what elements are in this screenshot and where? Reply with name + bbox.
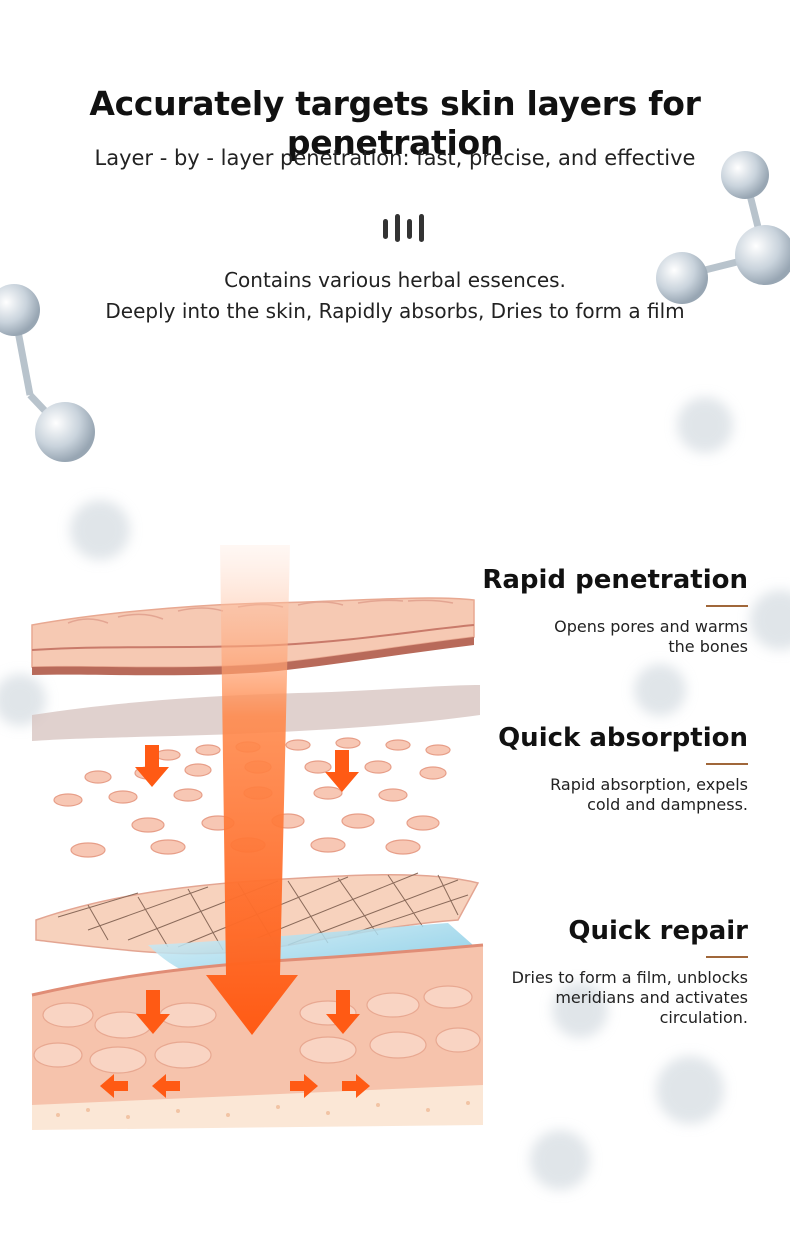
skin-layers-illustration [31,545,484,1130]
description-line-2: Deeply into the skin, Rapidly absorbs, D… [105,299,685,323]
feature-title: Quick absorption [498,723,748,753]
feature-text-line: meridians and activates [555,988,748,1007]
feature-quick-absorption: Quick absorption Rapid absorption, expel… [448,723,748,815]
feature-text-line: Dries to form a film, unblocks [511,968,748,987]
subcutaneous-layer [31,943,484,1130]
page-subtitle: Layer - by - layer penetration: fast, pr… [94,146,696,170]
penetration-beam [206,545,298,1035]
feature-text-line: Rapid absorption, expels [550,775,748,794]
spread-arrow-icon [100,1074,370,1098]
vertical-bars-icon [383,214,424,242]
feature-divider [706,763,748,765]
down-arrow-icon [135,745,360,1034]
molecule-icon [0,284,95,462]
feature-title: Rapid penetration [482,565,748,595]
molecule-icon [656,151,790,304]
description-line-1: Contains various herbal essences. [224,268,566,292]
page-title: Accurately targets skin layers for penet… [89,84,701,162]
feature-divider [706,956,748,958]
feature-quick-repair: Quick repair Dries to form a film, unblo… [448,916,748,1028]
feature-text-line: Opens pores and warms [554,617,748,636]
feature-divider [706,605,748,607]
feature-rapid-penetration: Rapid penetration Opens pores and warms … [448,565,748,657]
molecule-icon [0,397,790,1190]
feature-text-line: cold and dampness. [587,795,748,814]
feature-text-line: circulation. [659,1008,748,1027]
feature-title: Quick repair [568,916,748,946]
feature-text-line: the bones [668,637,748,656]
